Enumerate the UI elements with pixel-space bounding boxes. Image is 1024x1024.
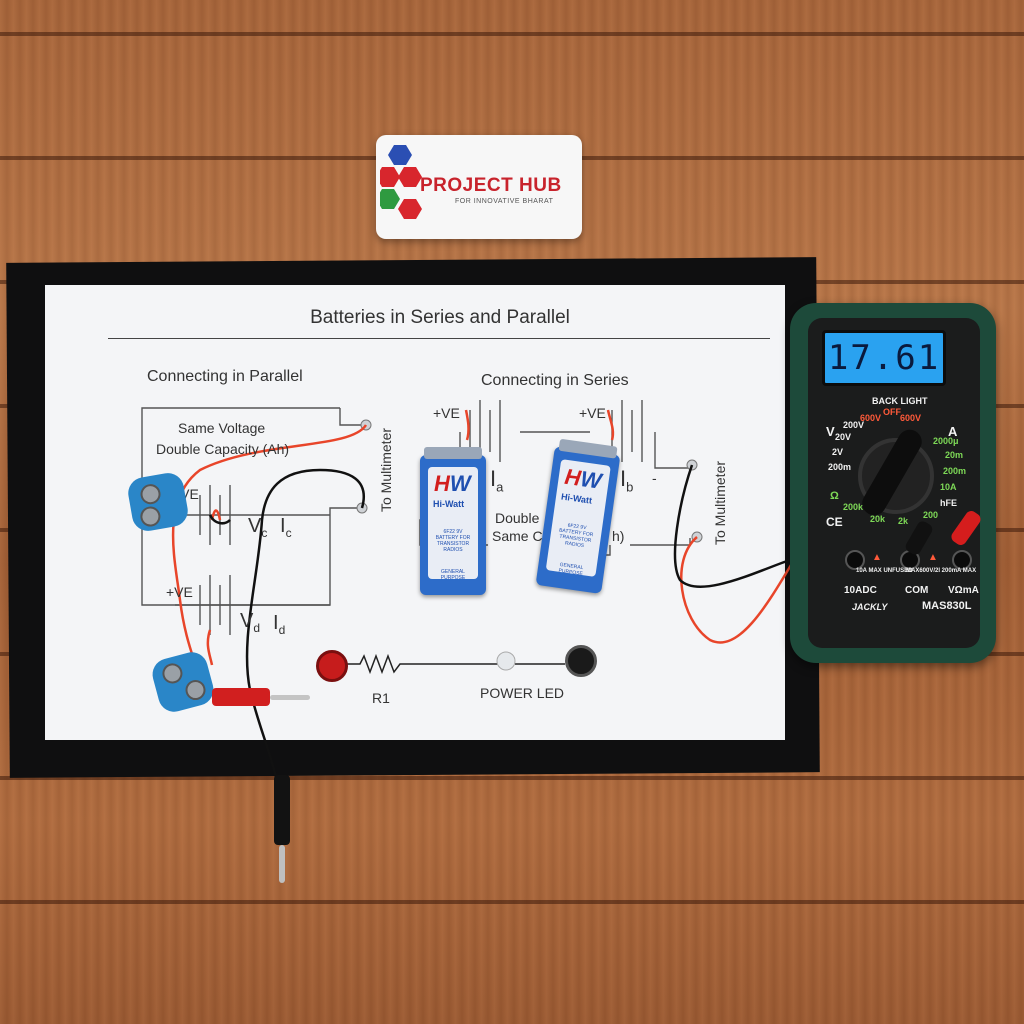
parallel-vc-symbol: Vc (248, 515, 268, 540)
port-com-label: COM (905, 585, 929, 596)
series-note-suffix: h) (612, 528, 625, 544)
clip-snap-icon (138, 482, 163, 506)
port-10adc-label: 10ADC (844, 585, 877, 596)
range-2k: 2k (898, 516, 909, 526)
range-a-symbol: A (948, 424, 958, 439)
range-600v-ac: 600V (900, 413, 922, 423)
battery-spec: 6F22 9V BATTERY FOR TRANSISTOR RADIOS (435, 529, 471, 553)
sheet-title: Batteries in Series and Parallel (310, 307, 570, 328)
range-20m: 20m (945, 450, 964, 460)
meter-model: MAS830L (922, 600, 972, 612)
range-10a: 10A (940, 482, 957, 492)
banana-pin (270, 695, 310, 700)
clip-snap-icon (183, 677, 208, 703)
battery-terminal-cap (424, 447, 482, 459)
parallel-note-voltage: Same Voltage (178, 420, 266, 436)
jack-10a[interactable] (845, 550, 865, 570)
range-200m-a: 200m (943, 466, 967, 476)
parallel-plus-bottom: +VE (166, 584, 193, 600)
meter-brand: JACKLY (852, 602, 888, 612)
battery-left[interactable]: HW Hi-Watt 6F22 9V BATTERY FOR TRANSISTO… (420, 447, 486, 595)
red-socket[interactable] (316, 650, 348, 682)
range-hfe: hFE (940, 498, 957, 508)
range-vdc-symbol: V (826, 424, 835, 439)
parallel-vd-symbol: Vd (240, 610, 261, 635)
parallel-to-multimeter: To Multimeter (378, 427, 394, 512)
series-heading: Connecting in Series (481, 372, 629, 389)
project-hub-hex-icon (380, 145, 422, 219)
backlight-button[interactable]: BACK LIGHT (872, 396, 928, 406)
fuse-note-ma: MAX600V/2I 200mA MAX (906, 568, 977, 574)
series-plus-a: +VE (433, 405, 460, 421)
logo-tagline: FOR INNOVATIVE BHARAT (455, 198, 554, 205)
jack-v-ohm-ma[interactable] (952, 550, 972, 570)
red-banana-plug[interactable] (212, 688, 270, 706)
range-200v: 200V (843, 420, 865, 430)
black-socket[interactable] (565, 645, 597, 677)
range-20k: 20k (870, 514, 886, 524)
range-2000u: 2000μ (933, 436, 959, 446)
series-note-capacity: Same Ca (492, 528, 551, 544)
parallel-id-symbol: Id (273, 612, 286, 637)
multimeter-display: 17.61 (822, 330, 946, 386)
power-led-label: POWER LED (480, 685, 565, 701)
parallel-ic-symbol: Ic (280, 515, 292, 540)
series-minus: - (652, 470, 657, 486)
parallel-heading: Connecting in Parallel (147, 368, 303, 385)
range-200k: 200k (843, 502, 864, 512)
clip-snap-icon (160, 661, 185, 686)
range-2v: 2V (832, 447, 844, 457)
range-200: 200 (923, 510, 939, 520)
port-vma-label: VΩmA (948, 585, 979, 596)
resistor-label: R1 (372, 690, 390, 706)
ce-mark: CE (826, 515, 843, 529)
range-200m: 200m (828, 462, 852, 472)
battery-clip-top[interactable] (125, 470, 191, 534)
series-ib-symbol: Ib (620, 466, 634, 495)
series-to-multimeter: To Multimeter (712, 460, 728, 545)
range-off: OFF (883, 407, 901, 417)
range-ohm-symbol: Ω (830, 490, 839, 502)
battery-label-face (428, 467, 478, 579)
series-plus-b: +VE (579, 405, 606, 421)
range-600v-dc: 600V (860, 413, 882, 423)
series-note-double: Double (495, 510, 540, 526)
battery-brand-logo: HW (434, 471, 471, 496)
range-20v: 20V (835, 432, 852, 442)
battery-brand-name: Hi-Watt (433, 499, 465, 509)
battery-purpose: GENERAL PURPOSE (440, 569, 466, 581)
parallel-note-capacity: Double Capacity (Ah) (156, 441, 290, 457)
series-ia-symbol: Ia (490, 466, 504, 495)
clip-snap-icon (138, 504, 162, 529)
warning-icon: ▲ (928, 552, 938, 563)
logo-title: PROJECT HUB (420, 175, 562, 196)
warning-icon: ▲ (872, 552, 882, 563)
battery-brand-logo: HW (563, 463, 603, 494)
fuse-note-10a: 10A MAX UNFUSED (856, 568, 913, 574)
title-divider (108, 338, 770, 339)
